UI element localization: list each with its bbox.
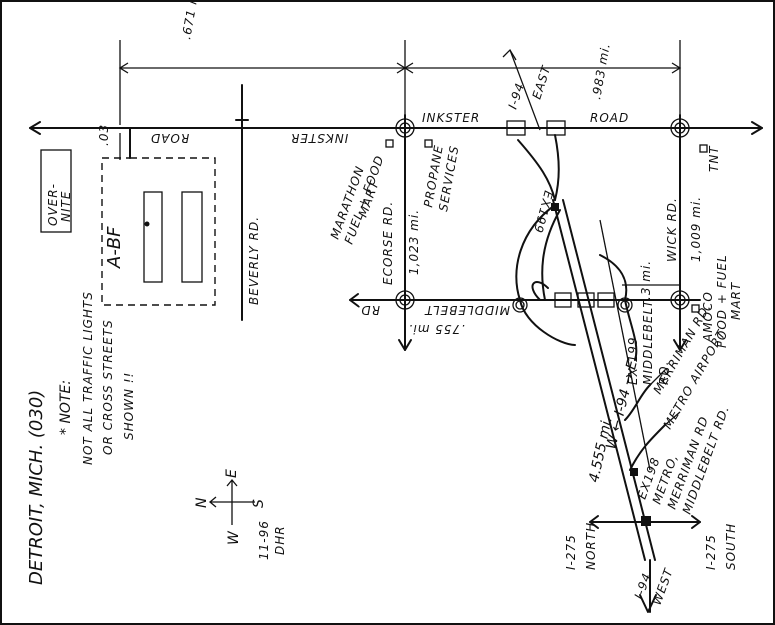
traffic-light-inkster-ecorse [395, 118, 415, 138]
ex199b-label-2: MIDDLEBELT [641, 299, 655, 385]
amoco-label-1: AMOCO [701, 291, 715, 343]
ex199-loop [531, 281, 549, 301]
date-label: 11-96 [257, 520, 271, 560]
amoco-label-2: FOOD + FUEL [715, 254, 729, 348]
dist-3: .3 mi. [639, 260, 653, 300]
traffic-light-middlebelt-ecorse [395, 290, 415, 310]
i94-east-ramp-2 [554, 134, 560, 201]
traffic-light-inkster-wick [670, 118, 690, 138]
i275-north-label-2: NORTH [584, 522, 598, 570]
terminal-lot [101, 157, 216, 306]
compass-s: S [251, 499, 267, 508]
i94-east-route [509, 49, 541, 131]
propane-marker [424, 139, 433, 148]
terminal-building-2 [181, 191, 203, 283]
ex198-ramp-2 [624, 384, 651, 421]
inkster-label-left: INKSTER [290, 131, 348, 145]
dim-arrow-983-l [403, 62, 414, 74]
inkster-label-left-road: ROAD [150, 131, 189, 145]
i275-arrow-l [589, 515, 599, 529]
inkster-arrow-left [29, 121, 41, 135]
note-line-1: NOT ALL TRAFFIC LIGHTS [81, 291, 95, 465]
dist-1023: 1,023 mi. [407, 209, 421, 275]
wick-arrow [673, 339, 687, 351]
terminal-name: A-BF [104, 226, 125, 269]
i94-east-label: I-94 [506, 81, 528, 111]
compass-n: N [194, 497, 210, 508]
inkster-label-right: INKSTER [422, 111, 480, 125]
terminal-building-1 [143, 191, 163, 283]
i275-south-label-2: SOUTH [724, 523, 738, 570]
map-title: DETROIT, MICH. (030) [26, 390, 47, 585]
inkster-label-right-road: ROAD [590, 111, 629, 125]
note-heading: * NOTE: [58, 380, 74, 435]
compass-icon [208, 478, 255, 525]
beverly-label: BEVERLY RD. [247, 216, 261, 305]
ex199-ramp-4 [599, 254, 628, 301]
note-line-3: SHOWN !! [122, 372, 136, 440]
overnite-box [40, 149, 72, 233]
i275-arrow-r [691, 515, 701, 529]
dist-755: .755 mi. [408, 322, 465, 336]
amoco-label-3: MART [729, 281, 743, 320]
ex199b-label-3: RD. [657, 361, 671, 385]
i94-west-label-2: WEST [650, 566, 677, 607]
tnt-label: TNT [707, 145, 721, 172]
tnt-marker [699, 144, 708, 153]
initials-label: DHR [273, 525, 287, 555]
ecorse-label: ECORSE RD. [381, 201, 395, 285]
overnite-label-1: OVER- [46, 183, 60, 226]
i94-west-lane [552, 199, 646, 561]
middlebelt-label: MIDDLEBELT [424, 303, 510, 317]
ex199-ramp-2 [541, 209, 561, 301]
amoco-marker [691, 304, 700, 313]
dist-0671: .671 mi. [179, 0, 203, 41]
note-line-2: OR CROSS STREETS [101, 319, 115, 455]
overpass-3 [554, 292, 572, 308]
i94-divider [599, 219, 651, 471]
overnite-label-2: NITE [59, 191, 73, 222]
ecorse-arrow [398, 339, 412, 351]
i275-north-label: I-275 [564, 534, 578, 570]
overpass-5 [597, 292, 615, 308]
compass-e: E [224, 469, 240, 478]
overpass-2 [546, 120, 566, 136]
i94-east-arrow [502, 48, 517, 61]
traffic-light-middlebelt-wick [670, 290, 690, 310]
inkster-arrow-right [751, 121, 763, 135]
marathon-marker [385, 139, 394, 148]
ex198-marker [630, 468, 638, 476]
overpass-1 [506, 120, 526, 136]
metro-arrow-line [664, 411, 681, 426]
overpass-4 [577, 292, 595, 308]
i94-arrow-west [639, 594, 657, 613]
i275-interchange [641, 516, 651, 526]
dist-983: .983 mi. [589, 42, 613, 101]
dist-1009: 1,009 mi. [689, 196, 703, 262]
i275-south-label: I-275 [704, 534, 718, 570]
traffic-light-middlebelt-ramp [512, 297, 528, 313]
dist-03: .03 [97, 124, 111, 146]
ex199-ramp-1 [515, 204, 556, 301]
ex198-ramp-1 [629, 424, 666, 471]
i94-east-ramp-1 [517, 139, 556, 201]
terminal-dot [144, 221, 150, 227]
middlebelt-arrow-l [349, 293, 359, 307]
ex199-ramp-3 [519, 299, 576, 346]
ex199-ramp-5 [624, 299, 638, 361]
ex199b-label: EX 199 [626, 336, 640, 385]
ex199-marker [551, 203, 559, 211]
merriman-arrow-line [649, 369, 666, 386]
wick-label: WICK RD. [665, 197, 679, 262]
i94-east-lane [562, 199, 656, 561]
traffic-light-middlebelt-east [617, 297, 633, 313]
compass-w: W [226, 530, 242, 545]
middlebelt-rd-label: RD. [356, 303, 380, 317]
